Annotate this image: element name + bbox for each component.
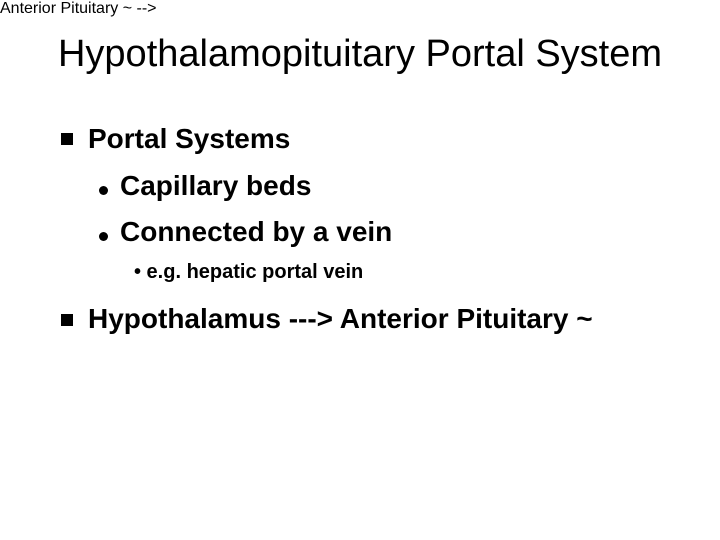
bullet-hepatic-portal-vein: • e.g. hepatic portal vein xyxy=(134,261,364,283)
square-bullet-icon xyxy=(61,133,73,145)
bullet-hypothalamus-anterior-pituitary: Hypothalamus ---> Anterior Pituitary ~ xyxy=(88,303,593,334)
bullet-connected-by-vein: Connected by a vein xyxy=(120,216,393,247)
slide-title: Hypothalamopituitary Portal System xyxy=(57,33,663,75)
bullet-portal-systems: Portal Systems xyxy=(88,123,291,154)
bullet-capillary-beds: Capillary beds xyxy=(120,170,312,201)
round-bullet-icon xyxy=(99,232,108,241)
square-bullet-icon xyxy=(61,314,73,326)
round-bullet-icon xyxy=(99,186,108,195)
